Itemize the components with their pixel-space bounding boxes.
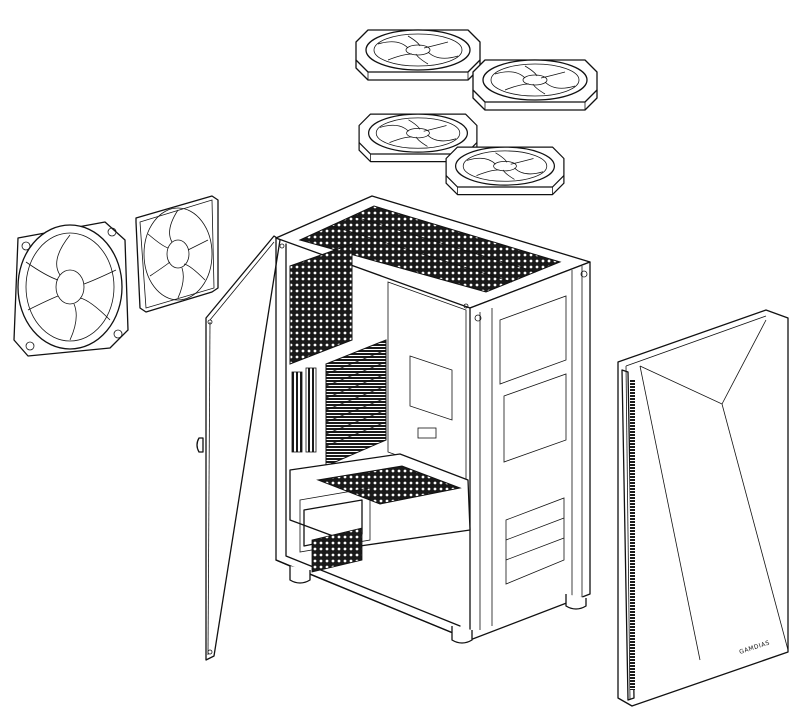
top-fan-4 — [445, 146, 565, 196]
rear-fan-mesh — [289, 243, 353, 365]
top-fan-1 — [355, 29, 481, 81]
pci-slots — [325, 339, 387, 467]
front-panel: GAMDIAS — [617, 309, 789, 707]
front-panel-vent-strip — [630, 380, 635, 690]
psu-shroud-mesh — [316, 465, 462, 505]
pc-case-chassis — [275, 195, 591, 644]
side-fan-rgb — [13, 221, 129, 357]
tempered-glass-side-panel — [196, 235, 281, 661]
top-mesh — [298, 205, 562, 293]
side-fan-square — [135, 195, 219, 313]
top-fan-2 — [472, 59, 598, 111]
